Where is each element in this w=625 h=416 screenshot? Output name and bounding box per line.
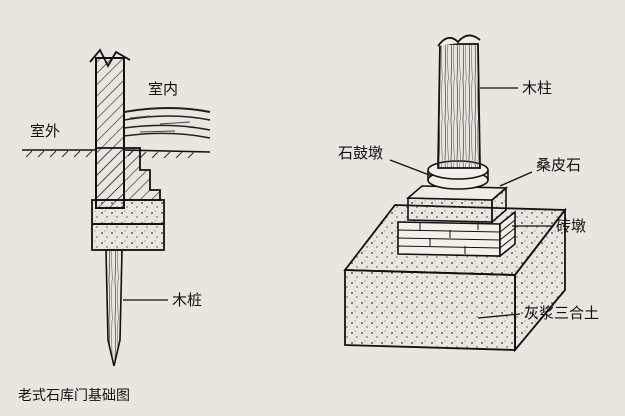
- label-stone-drum-base: 石鼓墩: [338, 144, 383, 162]
- wall-break-line: [89, 48, 131, 68]
- left-wall-section: [22, 48, 211, 367]
- lime-slab-leader: [477, 313, 521, 319]
- mulberry-stone-side: [491, 186, 507, 224]
- right-column-foundation: [343, 34, 567, 353]
- floor-boards: [123, 107, 211, 139]
- concrete-footing-upper: [91, 199, 165, 225]
- mulberry-stone-leader: [499, 171, 533, 187]
- wall-footing: [95, 147, 161, 201]
- label-indoor: 室内: [148, 80, 178, 98]
- stone-drum-leader: [389, 159, 433, 177]
- lime-slab-side: [514, 207, 566, 353]
- mulberry-stone-front: [407, 197, 493, 223]
- label-lime-mortar-concrete: 灰浆三合土: [524, 304, 599, 322]
- label-wood-pile: 木桩: [172, 291, 202, 309]
- figure-caption: 老式石库门基础图: [18, 387, 130, 404]
- brick-pier: [397, 210, 516, 258]
- wood-column: [437, 43, 481, 169]
- concrete-footing-lower: [91, 223, 165, 251]
- label-mulberry-stone: 桑皮石: [536, 156, 581, 174]
- label-outdoor: 室外: [30, 122, 60, 140]
- wood-column-break: [437, 34, 481, 47]
- lime-slab-front: [344, 269, 516, 351]
- wood-pile: [105, 249, 123, 367]
- label-brick-pier: 砖墩: [556, 217, 586, 235]
- label-wood-column: 木柱: [522, 79, 552, 97]
